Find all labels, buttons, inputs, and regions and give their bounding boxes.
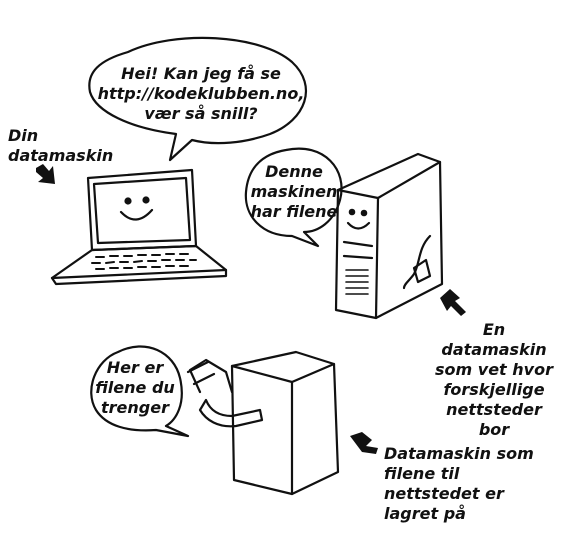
dns-server-icon bbox=[334, 152, 444, 320]
dns-caption: En datamaskin som vet hvor forskjellige … bbox=[435, 320, 553, 439]
dns-arrow bbox=[440, 289, 466, 316]
server-arrow bbox=[350, 432, 378, 454]
client-caption: Din datamaskin bbox=[8, 126, 114, 165]
web-server-icon bbox=[186, 350, 340, 496]
client-request-text: Hei! Kan jeg få se http://kodeklubben.no… bbox=[97, 64, 305, 123]
server-reply-text: Her er filene du trenger bbox=[95, 358, 175, 417]
laptop-icon bbox=[50, 168, 228, 286]
client-arrow bbox=[36, 164, 55, 184]
dns-reply-text: Denne maskinen har filene bbox=[250, 162, 338, 221]
hand-with-files-icon bbox=[188, 358, 264, 428]
dns-speech-bubble bbox=[244, 147, 343, 248]
keyboard bbox=[91, 253, 197, 270]
client-speech-bubble bbox=[88, 36, 308, 162]
server-speech-bubble bbox=[90, 345, 190, 438]
server-caption: Datamaskin som filene til nettstedet er … bbox=[384, 444, 534, 523]
